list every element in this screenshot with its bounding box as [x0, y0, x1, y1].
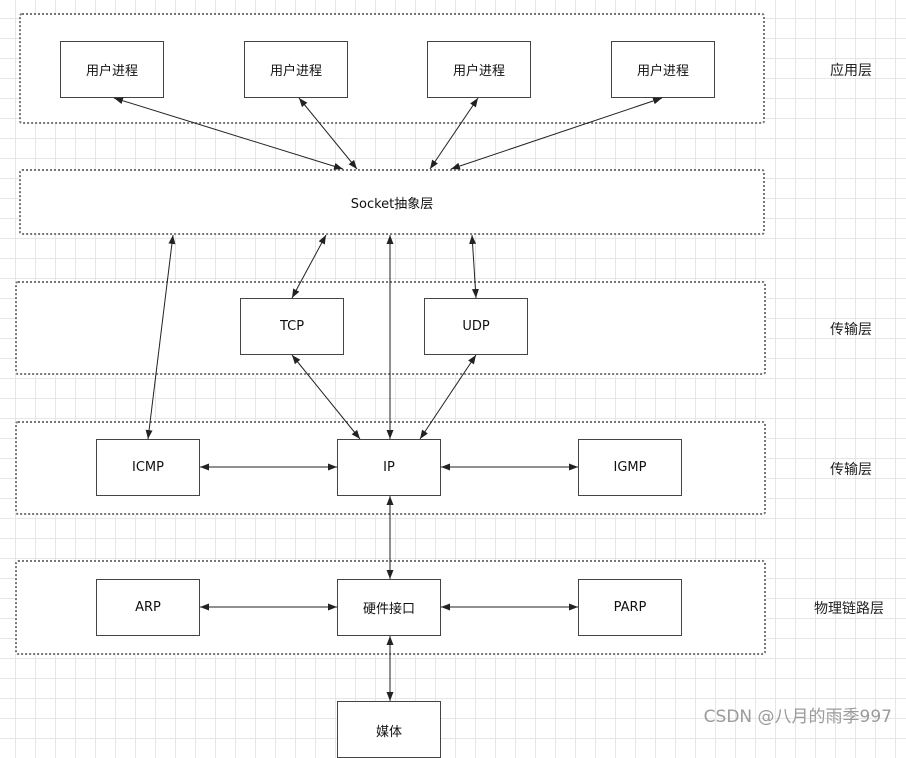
edge-socket-tcp	[291, 234, 327, 299]
csdn-watermark: CSDN @八月的雨季997	[703, 707, 892, 727]
edge-udp-ip	[419, 354, 477, 440]
user-process-node-4: 用户进程	[611, 41, 715, 98]
user-process-node-3: 用户进程	[427, 41, 531, 98]
edge-socket-udp	[469, 234, 479, 299]
igmp-node: IGMP	[578, 439, 682, 496]
udp-node: UDP	[424, 298, 528, 355]
socket-layer-frame: Socket抽象层	[19, 169, 765, 235]
socket-layer-label: Socket抽象层	[350, 196, 434, 212]
user-process-node-2: 用户进程	[244, 41, 348, 98]
network-layer-label: 传输层	[830, 462, 872, 478]
edge-up1-socket	[113, 97, 344, 170]
icmp-node: ICMP	[96, 439, 200, 496]
connection-arrows	[113, 97, 663, 701]
edge-tcp-ip	[291, 354, 361, 440]
tcp-node: TCP	[240, 298, 344, 355]
transport-layer-label: 传输层	[830, 322, 872, 338]
hardware-interface-node: 硬件接口	[337, 579, 441, 636]
user-process-node-1: 用户进程	[60, 41, 164, 98]
application-layer-label: 应用层	[830, 63, 872, 79]
ip-node: IP	[337, 439, 441, 496]
edge-up2-socket	[298, 97, 358, 170]
parp-node: PARP	[578, 579, 682, 636]
edge-up3-socket	[429, 97, 479, 170]
edge-up4-socket	[450, 97, 663, 170]
arp-node: ARP	[96, 579, 200, 636]
edge-socket-icmp	[145, 234, 176, 440]
physical-link-layer-label: 物理链路层	[814, 601, 884, 617]
